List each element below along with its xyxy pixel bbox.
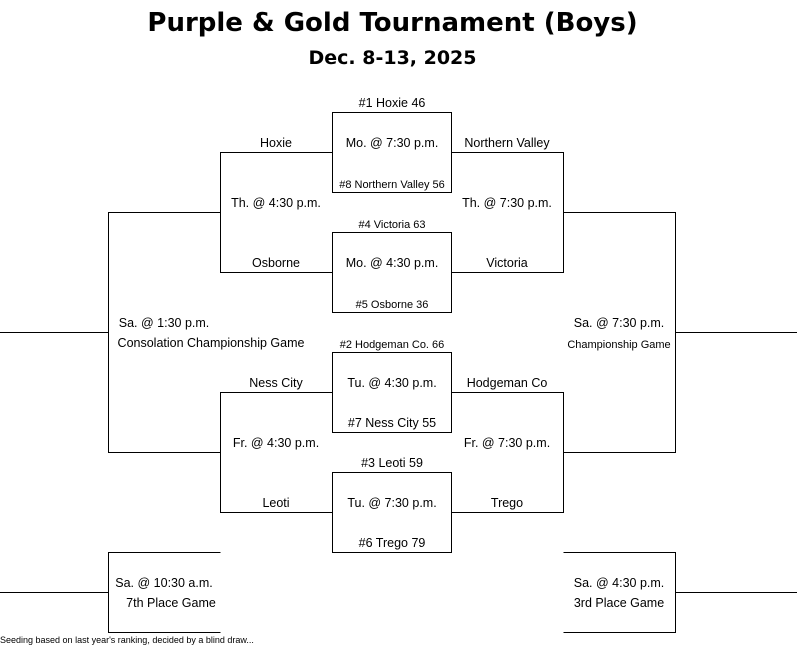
consolation-game-label: Consolation Championship Game	[117, 336, 305, 350]
seeding-footnote: Seeding based on last year's ranking, de…	[0, 635, 254, 645]
team-victoria: Victoria	[486, 256, 528, 270]
bracket-consolation	[108, 212, 221, 453]
seed-1-hoxie: #1 Hoxie 46	[358, 96, 426, 110]
seed-5-osborne: #5 Osborne 36	[355, 299, 429, 311]
bracket-seventh-place	[108, 552, 221, 633]
game-time-right-semi-1: Th. @ 7:30 p.m.	[462, 196, 552, 210]
team-northern-valley: Northern Valley	[464, 136, 550, 150]
bracket-third-place	[563, 552, 676, 633]
game-time-seventh-place: Sa. @ 10:30 a.m.	[115, 576, 213, 590]
team-leoti: Leoti	[262, 496, 290, 510]
seed-7-ness-city: #7 Ness City 55	[347, 416, 437, 430]
third-place-label: 3rd Place Game	[573, 596, 665, 610]
game-time-consolation: Sa. @ 1:30 p.m.	[118, 316, 210, 330]
tournament-title: Purple & Gold Tournament (Boys)	[147, 8, 638, 38]
team-trego: Trego	[490, 496, 524, 510]
game-time-r1-4: Tu. @ 7:30 p.m.	[347, 496, 437, 510]
game-time-left-semi-2: Fr. @ 4:30 p.m.	[232, 436, 320, 450]
seventh-place-label: 7th Place Game	[126, 596, 216, 610]
seed-3-leoti: #3 Leoti 59	[361, 456, 423, 470]
seed-8-northern-valley: #8 Northern Valley 56	[339, 179, 445, 191]
team-osborne: Osborne	[252, 256, 300, 270]
tournament-dates: Dec. 8-13, 2025	[308, 47, 477, 69]
team-hoxie: Hoxie	[260, 136, 292, 150]
game-time-championship: Sa. @ 7:30 p.m.	[573, 316, 665, 330]
seed-2-hodgeman: #2 Hodgeman Co. 66	[339, 339, 445, 351]
bracket-championship	[563, 212, 676, 453]
game-time-right-semi-2: Fr. @ 7:30 p.m.	[463, 436, 551, 450]
team-ness-city: Ness City	[249, 376, 303, 390]
championship-game-label: Championship Game	[567, 339, 671, 351]
game-time-r1-1: Mo. @ 7:30 p.m.	[345, 136, 439, 150]
game-time-r1-3: Tu. @ 4:30 p.m.	[347, 376, 437, 390]
game-time-third-place: Sa. @ 4:30 p.m.	[573, 576, 665, 590]
seed-4-victoria: #4 Victoria 63	[358, 219, 426, 231]
game-time-r1-2: Mo. @ 4:30 p.m.	[345, 256, 439, 270]
game-time-left-semi-1: Th. @ 4:30 p.m.	[231, 196, 321, 210]
team-hodgeman-co: Hodgeman Co	[466, 376, 548, 390]
seed-6-trego: #6 Trego 79	[358, 536, 426, 550]
